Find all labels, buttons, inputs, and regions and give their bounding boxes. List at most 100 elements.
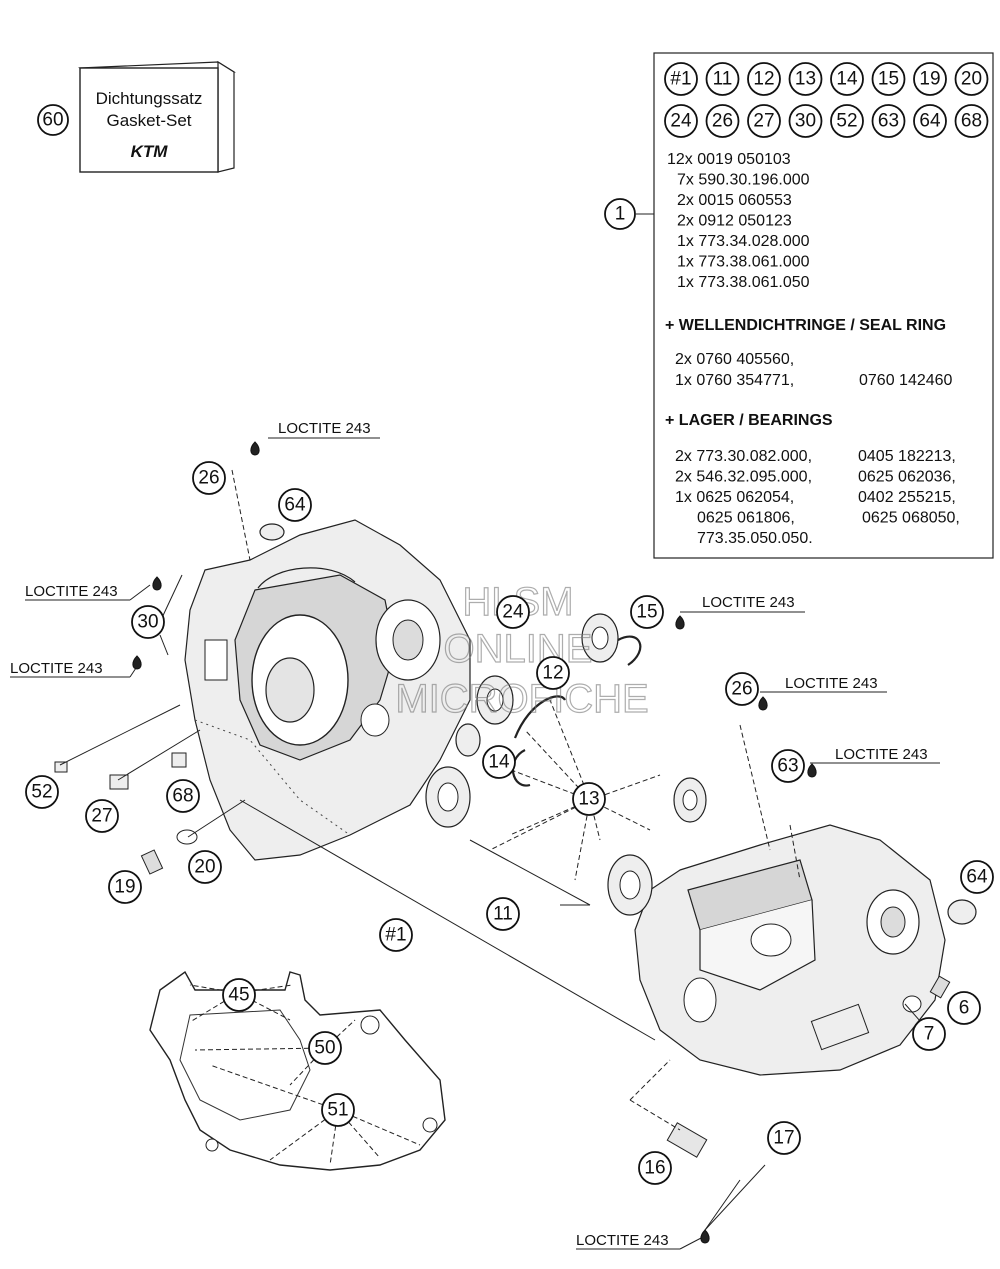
panel-callout-26[interactable]: 26: [705, 104, 740, 138]
panel-callout-11[interactable]: 11: [705, 62, 740, 96]
callout-26-0[interactable]: 26: [192, 461, 226, 495]
panel-callout-12[interactable]: 12: [747, 62, 781, 96]
panel-callout-63[interactable]: 63: [871, 104, 906, 138]
bearing-4: [673, 777, 707, 823]
right-crankcase-half: [634, 824, 946, 1076]
panel-callout-24-label: 24: [670, 111, 692, 132]
panel-callout-13[interactable]: 13: [788, 62, 823, 96]
panel-callout-24[interactable]: 24: [664, 104, 698, 138]
callout-17-21-label: 17: [773, 1128, 794, 1149]
panel-callout-30[interactable]: 30: [788, 104, 823, 138]
loctite-label-1: LOCTITE 243: [278, 420, 371, 437]
bearing-3: [581, 613, 619, 663]
dowel-27: [109, 774, 129, 790]
panel-callout-hash-1[interactable]: #1: [664, 62, 698, 96]
callout-30-2[interactable]: 30: [131, 605, 165, 639]
callout-45-22[interactable]: 45: [222, 978, 256, 1012]
part-line: 1x 773.34.028.000: [677, 233, 810, 250]
gasket-set-box: Dichtungssatz Gasket-Set KTM: [78, 60, 236, 173]
panel-callout-19[interactable]: 19: [913, 62, 947, 96]
callout-64-1[interactable]: 64: [278, 488, 312, 522]
callout-30-2-label: 30: [137, 612, 158, 633]
callout-11-12[interactable]: 11: [486, 897, 520, 931]
bearing-line-right: 0625 062036,: [858, 469, 956, 486]
bearing-line-left: 2x 773.30.082.000,: [675, 448, 812, 465]
callout-6-18-label: 6: [959, 998, 970, 1019]
callout-60-label: 60: [42, 110, 63, 131]
loctite-drops: [132, 441, 817, 1244]
callout-20-6[interactable]: 20: [188, 850, 222, 884]
callout-12-9-label: 12: [542, 663, 563, 684]
callout-52-3[interactable]: 52: [25, 775, 59, 809]
callout-51-24[interactable]: 51: [321, 1093, 355, 1127]
watermark-line-2: ONLINE: [444, 627, 593, 671]
callout-27-4[interactable]: 27: [85, 799, 119, 833]
panel-callout-52-label: 52: [836, 111, 857, 132]
loctite-label-2: LOCTITE 243: [25, 583, 118, 600]
callout-50-23-label: 50: [314, 1038, 335, 1059]
panel-callout-20[interactable]: 20: [954, 62, 989, 96]
panel-callout-27[interactable]: 27: [747, 104, 781, 138]
bearing-5: [607, 854, 653, 916]
bushing-64-right: [947, 899, 977, 925]
diagram-callouts: 26 64 30 52 27 68 20 19 24 12 14 13 11 15 #1 26 63 64 6 7 16…: [25, 461, 994, 1185]
panel-callout-64[interactable]: 64: [913, 104, 947, 138]
callout-16-20[interactable]: 16: [638, 1151, 672, 1185]
callout-26-15[interactable]: 26: [725, 672, 759, 706]
dowel-52: [54, 761, 68, 773]
callout-hash-1-14[interactable]: #1: [379, 918, 413, 952]
callout-6-18[interactable]: 6: [947, 991, 981, 1025]
callout-13-11-label: 13: [578, 789, 599, 810]
part-line: 2x 0912 050123: [677, 213, 792, 230]
loctite-drop-icon: [700, 1229, 710, 1244]
loctite-drop-icon: [807, 763, 817, 778]
dowel-68: [171, 752, 187, 768]
part-line: 12x 0019 050103: [667, 151, 791, 168]
callout-50-23[interactable]: 50: [308, 1031, 342, 1065]
callout-63-16[interactable]: 63: [771, 749, 805, 783]
panel-callout-15-label: 15: [878, 69, 899, 90]
panel-callout-68-label: 68: [961, 111, 982, 132]
panel-callout-19-label: 19: [919, 69, 940, 90]
callout-45-22-label: 45: [228, 985, 249, 1006]
loctite-drop-icon: [250, 441, 260, 456]
callout-7-19[interactable]: 7: [912, 1017, 946, 1051]
callout-13-11[interactable]: 13: [572, 782, 606, 816]
panel-callout-14[interactable]: 14: [830, 62, 864, 96]
bearing-line-right: 0402 255215,: [858, 489, 956, 506]
callout-7-19-label: 7: [924, 1024, 935, 1045]
bearing-2: [476, 675, 514, 725]
panel-callout-13-label: 13: [795, 69, 816, 90]
panel-callout-68[interactable]: 68: [954, 104, 989, 138]
callout-64-17[interactable]: 64: [960, 860, 994, 894]
callout-26-15-label: 26: [731, 679, 752, 700]
bearing-line-left: 0625 061806,: [697, 510, 795, 527]
seal-line-right: 0760 142460: [859, 372, 953, 389]
callout-14-10[interactable]: 14: [482, 745, 516, 779]
seal-ring-7: [902, 995, 922, 1013]
callout-60[interactable]: 60: [37, 104, 69, 136]
seal-ring-20: [176, 829, 198, 845]
plug-screw-6: [929, 975, 951, 999]
callout-19-7[interactable]: 19: [108, 870, 142, 904]
bearing-line-right: 0625 068050,: [862, 510, 960, 527]
bushing-64-left: [259, 523, 285, 541]
callout-68-5[interactable]: 68: [166, 779, 200, 813]
panel-callout-52[interactable]: 52: [830, 104, 864, 138]
loctite-label-4: LOCTITE 243: [702, 594, 795, 611]
bearing-line-left: 2x 546.32.095.000,: [675, 469, 812, 486]
loctite-label-7: LOCTITE 243: [576, 1232, 669, 1249]
seal-ring: [455, 723, 481, 757]
callout-1-label: 1: [615, 204, 626, 225]
callout-15-13-label: 15: [636, 602, 657, 623]
panel-callout-20-label: 20: [961, 69, 982, 90]
callout-24-8[interactable]: 24: [496, 595, 530, 629]
callout-17-21[interactable]: 17: [767, 1121, 801, 1155]
callout-1[interactable]: 1: [604, 198, 636, 230]
callout-15-13[interactable]: 15: [630, 595, 664, 629]
callout-12-9[interactable]: 12: [536, 656, 570, 690]
callout-64-17-label: 64: [966, 867, 988, 888]
panel-callout-15[interactable]: 15: [871, 62, 906, 96]
